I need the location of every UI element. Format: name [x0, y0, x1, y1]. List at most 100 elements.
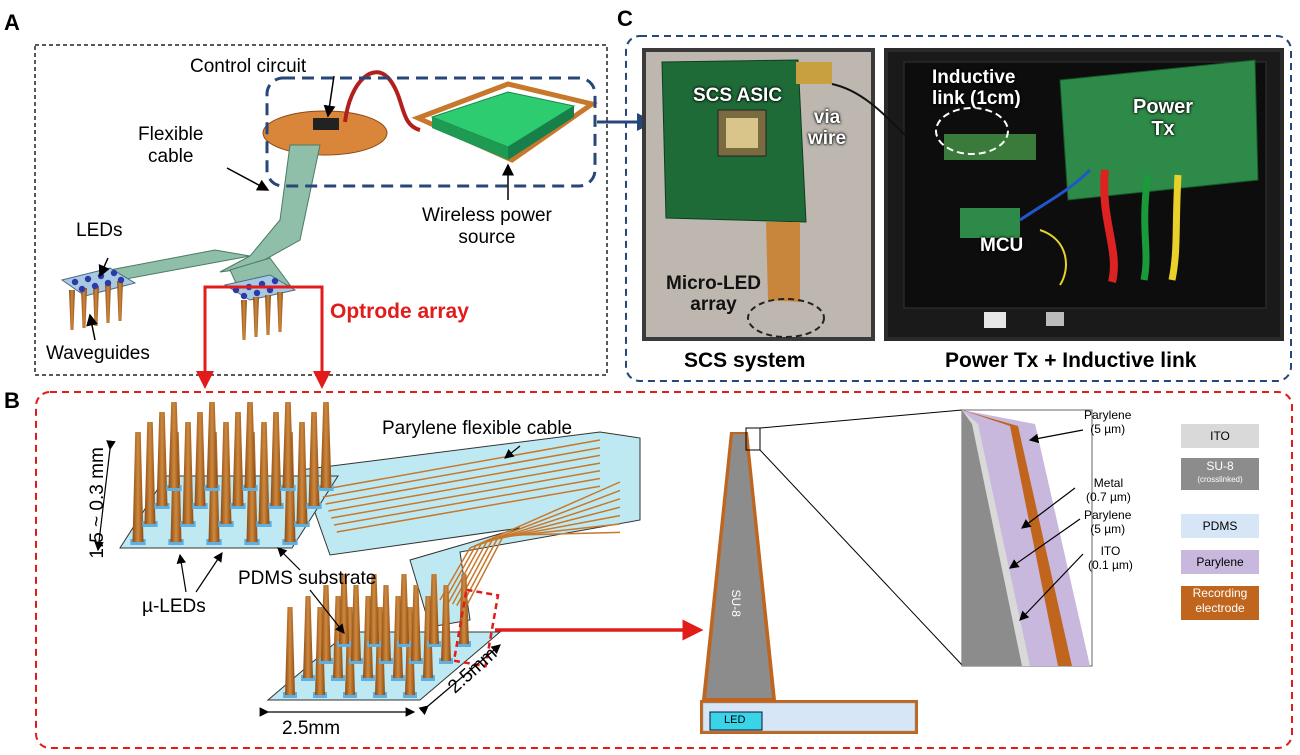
led-dot [91, 282, 99, 290]
label-power-tx: Power Tx [1133, 96, 1194, 140]
cable-trace [328, 462, 601, 512]
pin [194, 412, 206, 506]
pin [399, 574, 409, 644]
pin [459, 574, 469, 644]
led-dot [78, 285, 86, 293]
label-mcu: MCU [980, 235, 1024, 256]
label-control-circuit: Control circuit [190, 56, 307, 77]
pin [441, 585, 451, 661]
pin [411, 585, 421, 661]
cable-trace [331, 470, 601, 519]
pin [220, 422, 232, 524]
waveguide [93, 286, 99, 326]
wire-blue [1019, 168, 1092, 222]
cable-trace [439, 481, 621, 601]
label-dim-bottom: 2.5mm [282, 718, 341, 739]
zoom-line-top [759, 409, 963, 429]
leader-leds [98, 257, 110, 278]
panel-label-b: B [4, 388, 20, 413]
pin [132, 432, 144, 542]
pin [429, 574, 439, 644]
led-dots-a [71, 269, 279, 300]
waveguide [253, 297, 259, 337]
wire-green [1140, 174, 1152, 281]
leader-pdms [277, 547, 301, 571]
pin [303, 596, 313, 678]
pin [308, 412, 320, 506]
pin [206, 402, 218, 488]
pin [182, 422, 194, 524]
leader-layer-3 [1009, 518, 1081, 569]
wire-red [1100, 169, 1118, 283]
pin [351, 585, 361, 661]
pin [232, 412, 244, 506]
pin [282, 402, 294, 488]
led-dot [240, 292, 248, 300]
leader-control-circuit [323, 75, 336, 118]
pin [321, 585, 331, 661]
cable-trace [456, 514, 621, 606]
micro-pins-lower [283, 574, 471, 698]
micro-pins-upper [130, 402, 334, 545]
optrode-bracket [203, 285, 324, 382]
leader-pdms-2 [309, 589, 345, 634]
led-dot [84, 275, 92, 283]
led-dot [110, 269, 118, 277]
label-flexible-cable: Flexible cable [138, 124, 204, 167]
layer-label-1: Parylene(5 µm) [1084, 408, 1132, 437]
label-leds: LEDs [76, 220, 123, 241]
power-tx-board [1059, 59, 1259, 201]
pin [369, 574, 379, 644]
cable-trace [336, 485, 601, 533]
mcu-board [960, 208, 1020, 238]
led-dot [71, 278, 79, 286]
label-wireless-power-source: Wireless power source [422, 205, 552, 248]
pin [270, 412, 282, 506]
legend-pdms: PDMS [1181, 514, 1259, 538]
waveguide [277, 292, 283, 332]
cable-trace [333, 477, 601, 526]
panel-label-a: A [4, 10, 20, 35]
dim-thickness [94, 440, 116, 552]
label-su8: SU-8 [728, 589, 743, 617]
layer-label-2: Metal(0.7 µm) [1086, 476, 1131, 505]
panel-a-frame [34, 44, 608, 376]
label-micro-led-array: Micro-LED array [666, 273, 761, 315]
pin [156, 412, 168, 506]
dim-depth [418, 644, 501, 716]
leader-parylene-cable [504, 445, 521, 459]
layer-magnified [961, 409, 1093, 667]
cable-trace [443, 489, 621, 602]
led-dot [104, 279, 112, 287]
caption-scs-system: SCS system [684, 349, 806, 372]
pin [296, 422, 308, 524]
usb-plug [984, 312, 1006, 328]
label-waveguides: Waveguides [46, 343, 150, 364]
legend-su8: SU-8(crosslinked) [1181, 458, 1259, 490]
label-pdms-substrate: PDMS substrate [238, 568, 377, 589]
label-inductive-link: Inductive link (1cm) [932, 67, 1021, 109]
led-dot [253, 289, 261, 297]
label-scs-asic: SCS ASIC [693, 85, 783, 106]
scs-flex-cable [766, 222, 800, 302]
label-led: LED [724, 714, 746, 726]
label-thickness: 1.5 ~ 0.3 mm [87, 447, 109, 559]
cross-section [700, 427, 918, 734]
layer-label-4: ITO(0.1 µm) [1088, 544, 1133, 573]
pin [285, 607, 295, 695]
legend-parylene: Parylene [1181, 550, 1259, 574]
cable-trace [460, 523, 621, 608]
leader-mu-led-2 [195, 552, 223, 593]
leader-waveguides [86, 313, 98, 341]
cable-trace [464, 531, 621, 609]
panel-b-frame [35, 391, 1293, 749]
cable-trace [322, 446, 601, 498]
layer-label-3: Parylene(5 µm) [1084, 508, 1132, 537]
pin [168, 402, 180, 488]
wire-yellow-thin [1039, 229, 1067, 286]
micro-led-circle [747, 298, 825, 338]
waveguide [105, 283, 111, 323]
pin [320, 402, 332, 488]
label-parylene-cable: Parylene flexible cable [382, 418, 573, 439]
